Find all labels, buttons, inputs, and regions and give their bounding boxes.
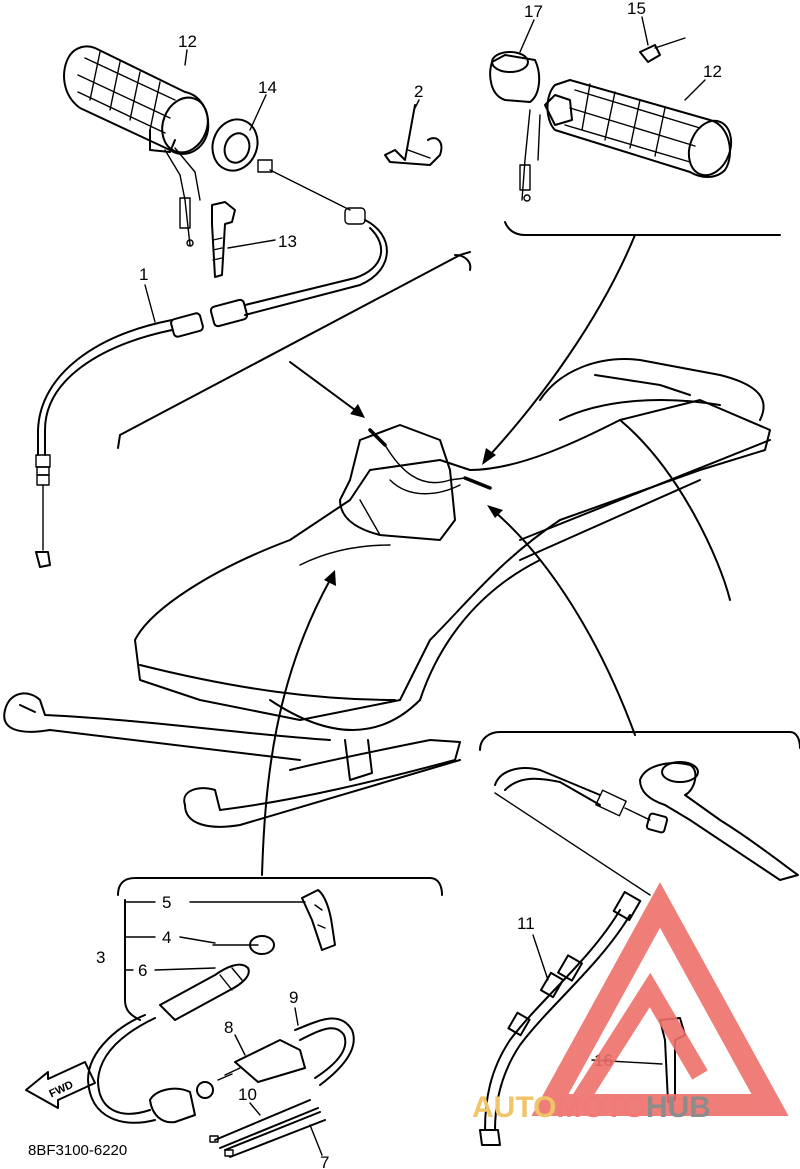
callout-12-left: 12 — [178, 32, 197, 51]
callout-1: 1 — [139, 265, 148, 284]
snowmobile-body — [3, 358, 771, 828]
watermark-hub: HUB — [646, 1091, 711, 1124]
watermark-mark-icon — [572, 972, 708, 1105]
switch-assembly — [87, 889, 355, 1158]
callout-8: 8 — [224, 1018, 233, 1037]
fwd-label: FWD — [47, 1079, 75, 1100]
watermark-logo — [531, 882, 789, 1116]
callout-4: 4 — [162, 928, 171, 947]
watermark-text: AUTOMOTOHUB — [472, 1091, 711, 1124]
callout-5: 5 — [162, 893, 171, 912]
callout-14: 14 — [258, 78, 277, 97]
callout-10: 10 — [238, 1085, 257, 1104]
callout-13: 13 — [278, 232, 297, 251]
callout-6: 6 — [138, 961, 147, 980]
callout-12-right: 12 — [703, 62, 722, 81]
callout-numbers: 12 14 2 13 1 17 15 12 11 16 5 4 3 6 9 8 … — [96, 0, 722, 1169]
watermark-moto: MOTO — [556, 1091, 645, 1124]
callout-17: 17 — [524, 2, 543, 21]
watermark-triangle-icon — [531, 882, 789, 1116]
right-grip-assembly — [489, 37, 733, 202]
brake-assembly — [479, 761, 799, 1146]
callout-2: 2 — [414, 82, 423, 101]
left-grip-assembly — [35, 45, 388, 568]
callout-9: 9 — [289, 988, 298, 1007]
clip-part-2 — [384, 104, 443, 166]
callout-15: 15 — [627, 0, 646, 18]
diagram-code: 8BF3100-6220 — [28, 1142, 127, 1159]
callout-7: 7 — [320, 1153, 329, 1169]
callout-11: 11 — [517, 914, 535, 933]
grouping-brackets — [117, 221, 800, 1021]
watermark-auto: AUTO — [472, 1091, 556, 1124]
pointer-arrows — [261, 234, 651, 896]
forward-direction-arrow: FWD — [25, 1061, 96, 1109]
callout-3: 3 — [96, 948, 105, 967]
